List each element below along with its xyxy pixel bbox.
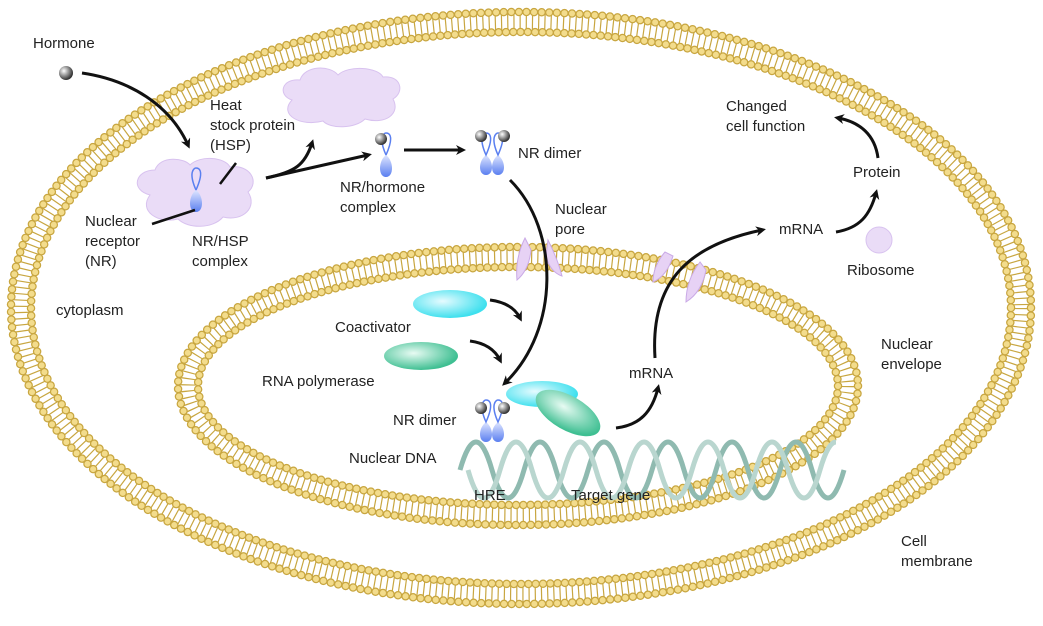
rna-polymerase-bound xyxy=(535,389,601,437)
ribosome-shape xyxy=(865,226,893,254)
label-ribosome: Ribosome xyxy=(847,262,915,279)
arrow-into-nucleus xyxy=(502,178,549,386)
hsp-pointer xyxy=(219,162,237,185)
label-changed-cell-function: Changed cell function xyxy=(726,98,806,135)
label-hsp: Heat stock protein (HSP) xyxy=(210,97,296,154)
label-nr-hormone-complex: NR/hormone complex xyxy=(340,179,426,216)
label-cell-membrane: Cell membrane xyxy=(901,533,973,570)
arrow-function xyxy=(834,114,880,159)
rna-polymerase-shape xyxy=(384,342,458,370)
arrow-to-nr-hormone xyxy=(265,151,372,180)
arrow-translation xyxy=(835,189,880,234)
label-coactivator: Coactivator xyxy=(335,319,411,336)
cell-membrane xyxy=(6,7,1036,609)
nr-dimer-nucleus xyxy=(475,399,510,442)
label-nuclear-receptor: Nuclear receptor (NR) xyxy=(85,213,141,270)
arrow-polymerase xyxy=(469,339,502,364)
label-nuclear-dna: Nuclear DNA xyxy=(349,450,437,467)
label-mrna-cytoplasm: mRNA xyxy=(779,221,824,238)
label-hormone: Hormone xyxy=(33,35,95,52)
nuclear-pore xyxy=(516,236,707,303)
arrow-transcription xyxy=(615,384,662,430)
nr-hormone-complex xyxy=(375,132,392,177)
label-target-gene: Target gene xyxy=(571,487,651,504)
label-mrna-nucleus: mRNA xyxy=(629,365,674,382)
label-hre: HRE xyxy=(474,487,506,504)
arrow-hormone-entry xyxy=(81,71,191,149)
coactivator-shape xyxy=(413,290,487,318)
label-nr-dimer-bottom: NR dimer xyxy=(393,412,457,429)
hormone-molecule xyxy=(59,66,73,80)
nr-pointer xyxy=(151,208,196,226)
label-nuclear-envelope: Nuclear envelope xyxy=(881,336,942,373)
nr-dimer-cytoplasm xyxy=(475,130,510,175)
label-protein: Protein xyxy=(853,164,901,181)
nuclear-dna xyxy=(457,439,847,501)
label-cytoplasm: cytoplasm xyxy=(56,302,124,319)
label-rna-polymerase: RNA polymerase xyxy=(262,373,375,390)
label-nr-hsp-complex: NR/HSP complex xyxy=(192,233,249,270)
hsp-cloud-released xyxy=(282,67,401,128)
arrow-coactivator xyxy=(489,298,522,322)
label-nr-dimer-top: NR dimer xyxy=(518,145,582,162)
arrow-mrna-export xyxy=(653,226,766,359)
nuclear-receptor xyxy=(190,167,202,212)
label-nuclear-pore: Nuclear pore xyxy=(555,201,607,238)
